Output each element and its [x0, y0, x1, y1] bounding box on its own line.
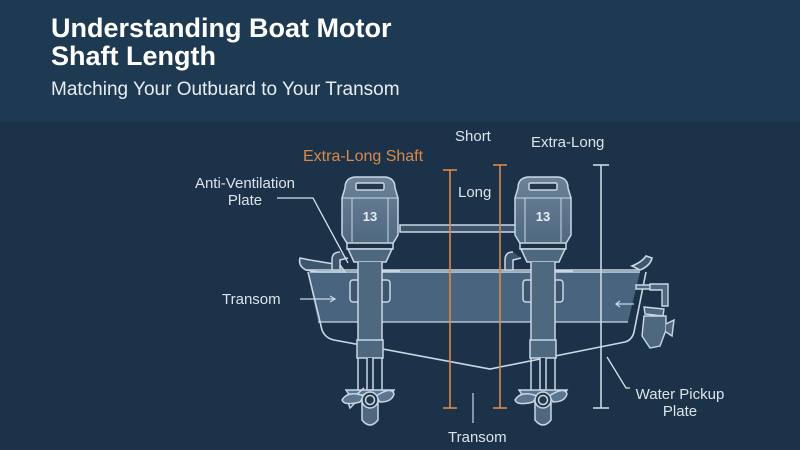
svg-text:13: 13	[536, 209, 550, 224]
lower-unit-detail	[635, 283, 675, 349]
label-extra-long-shaft: Extra-Long Shaft	[303, 148, 424, 165]
leader-lines	[277, 197, 630, 389]
svg-text:13: 13	[363, 209, 377, 224]
label-long: Long	[458, 184, 492, 201]
measurement-bars	[443, 164, 609, 423]
extra-long-shaft-bar-a	[443, 169, 457, 409]
water-pickup-line-1: Water Pickup	[635, 386, 725, 403]
anti-ventilation-line-2: Plate	[227, 192, 263, 209]
page-subtitle: Matching Your Outbuard to Your Transom	[51, 79, 400, 100]
label-anti-ventilation-plate: Anti-Ventilation Plate	[190, 175, 300, 209]
label-transom-left: Transom	[222, 291, 281, 308]
label-transom-bottom: Transom	[448, 429, 507, 446]
label-short: Short	[455, 128, 491, 145]
water-pickup-line-2: Plate	[662, 403, 698, 420]
header-banner: Understanding Boat Motor Shaft Length Ma…	[0, 0, 800, 122]
extra-long-shaft-bar-b	[493, 164, 507, 409]
extra-long-bar	[593, 164, 609, 409]
label-water-pickup-plate: Water Pickup Plate	[628, 386, 732, 420]
label-extra-long: Extra-Long	[531, 134, 605, 151]
outboard-motor-left: 13	[331, 176, 400, 426]
page-title: Understanding Boat Motor Shaft Length	[51, 14, 391, 70]
title-line-1: Understanding Boat Motor	[51, 13, 392, 43]
anti-ventilation-line-1: Anti-Ventilation	[194, 175, 296, 192]
outboard-motor-right: 13	[504, 176, 573, 426]
title-line-2: Shaft Length	[51, 41, 216, 71]
